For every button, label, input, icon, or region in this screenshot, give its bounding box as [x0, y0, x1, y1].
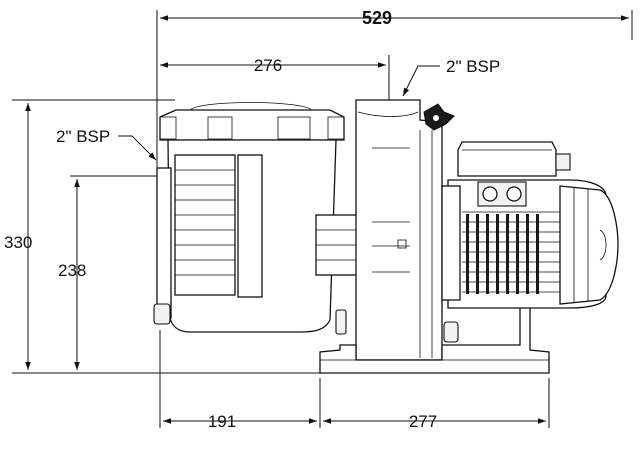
dimension-lines	[12, 10, 633, 428]
dim-overall-length: 529	[362, 8, 392, 28]
dim-overall-height: 330	[4, 233, 32, 252]
dim-inlet-to-outlet: 276	[254, 56, 282, 75]
dim-inlet-bsp-label: 2" BSP	[56, 127, 110, 146]
dim-outlet-bsp-label: 2" BSP	[446, 57, 500, 76]
pump-casing	[335, 99, 459, 361]
dim-foot-to-rear: 277	[409, 412, 437, 431]
motor	[441, 141, 619, 309]
dim-inlet-height: 238	[58, 261, 86, 280]
dim-front-to-foot: 191	[208, 412, 236, 431]
strainer-housing	[153, 102, 359, 333]
